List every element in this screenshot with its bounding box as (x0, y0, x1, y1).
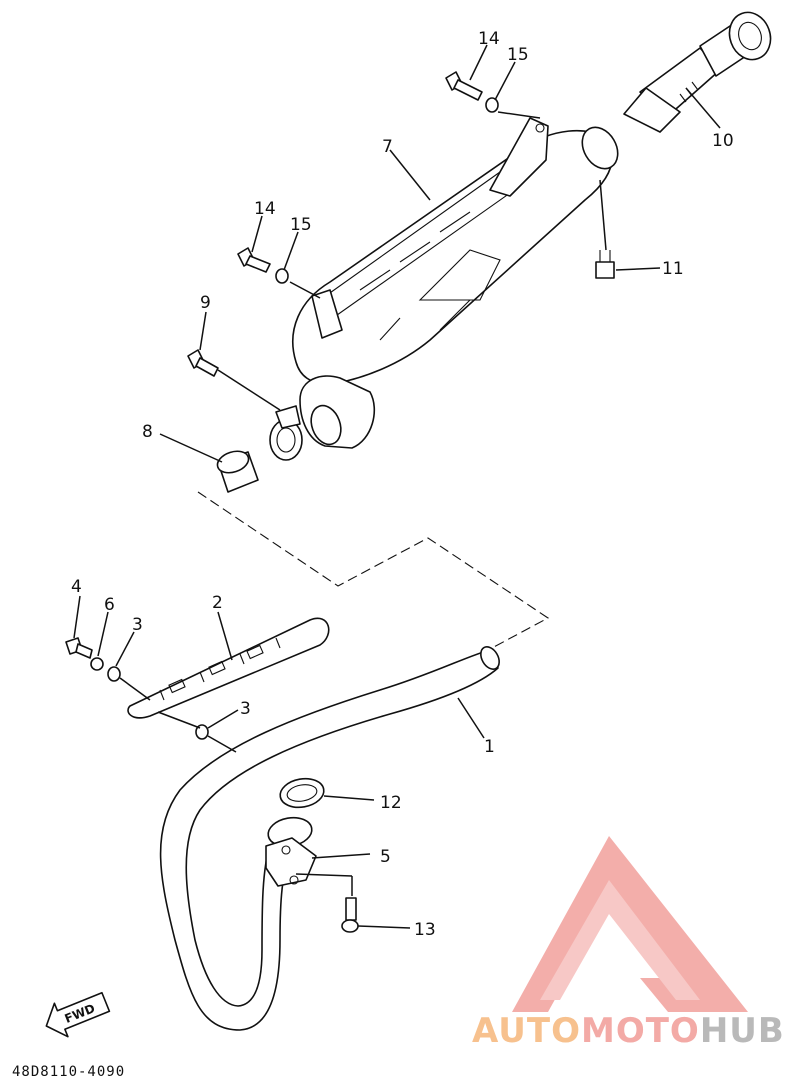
callout-10: 10 (712, 131, 734, 151)
collar-3-lower (195, 724, 209, 740)
callout-3-lower: 3 (240, 699, 251, 719)
bolt-9 (187, 349, 219, 377)
watermark-text-moto: MOTO (581, 1011, 700, 1051)
gasket-8 (216, 450, 259, 493)
leader-lines (73, 44, 721, 929)
gasket-12 (279, 777, 325, 809)
diagram-code: 48D8110-4090 (12, 1064, 125, 1080)
callout-7: 7 (382, 137, 393, 157)
protector-2 (127, 617, 330, 719)
callout-6: 6 (104, 595, 115, 615)
washer-15-upper (485, 97, 499, 113)
washer-15-lower (275, 268, 289, 284)
bolt-14-lower (237, 247, 271, 273)
callout-14-lower: 14 (254, 199, 276, 219)
callout-11: 11 (662, 259, 684, 279)
muffler-7 (269, 117, 619, 461)
callout-2: 2 (212, 593, 223, 613)
callout-14-upper: 14 (478, 29, 500, 49)
callout-9: 9 (200, 293, 211, 313)
flange-5 (265, 816, 317, 887)
callout-labels: 14 15 10 7 14 15 11 9 8 4 6 2 3 3 1 12 5… (71, 29, 734, 940)
bolt-4 (65, 637, 93, 659)
bolt-11 (595, 250, 615, 279)
callout-12: 12 (380, 793, 402, 813)
watermark-text-hub: HUB (700, 1011, 785, 1051)
watermark-logo (512, 836, 748, 1012)
callout-13: 13 (414, 920, 436, 940)
watermark-text: AUTOMOTOHUB (472, 1011, 785, 1051)
callout-3-upper: 3 (132, 615, 143, 635)
bolt-13 (341, 897, 359, 933)
callout-15-lower: 15 (290, 215, 312, 235)
collar-3-upper (107, 666, 121, 682)
washer-6 (90, 657, 104, 671)
callout-15-upper: 15 (507, 45, 529, 65)
watermark-triangle-inner (540, 880, 700, 1000)
tail-pipe-10 (623, 11, 772, 133)
fwd-arrow: FWD (45, 991, 111, 1038)
exhaust-pipe-1 (159, 646, 500, 1031)
callout-5: 5 (380, 847, 391, 867)
watermark-text-auto: AUTO (472, 1011, 581, 1051)
callout-4: 4 (71, 577, 82, 597)
callout-8: 8 (142, 422, 153, 442)
bolt-14-upper (445, 71, 483, 101)
callout-1: 1 (484, 737, 495, 757)
